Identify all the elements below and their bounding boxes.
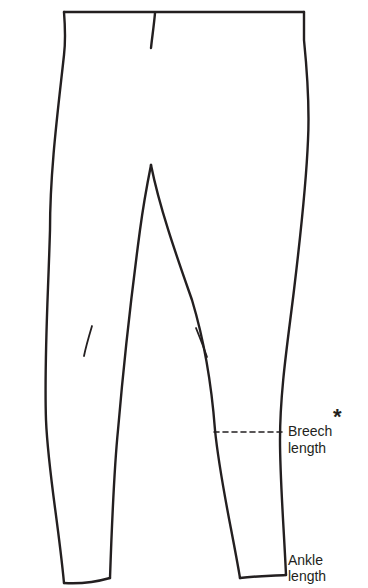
asterisk-mark: * [333,406,347,428]
right-outer-leg [280,12,309,575]
left-inner-leg [110,165,151,578]
center-seam [151,13,155,48]
left-knee-mark [84,326,92,356]
left-hem [64,578,110,583]
left-outer-leg [45,12,65,583]
measurement-label: Ankle length [288,552,338,584]
measurement-label: Breech length [288,423,342,457]
right-knee-mark [196,328,207,357]
breech-length-line [214,431,282,433]
right-inner-leg [151,165,240,578]
right-hem [240,575,286,578]
waistband-top [64,11,304,13]
